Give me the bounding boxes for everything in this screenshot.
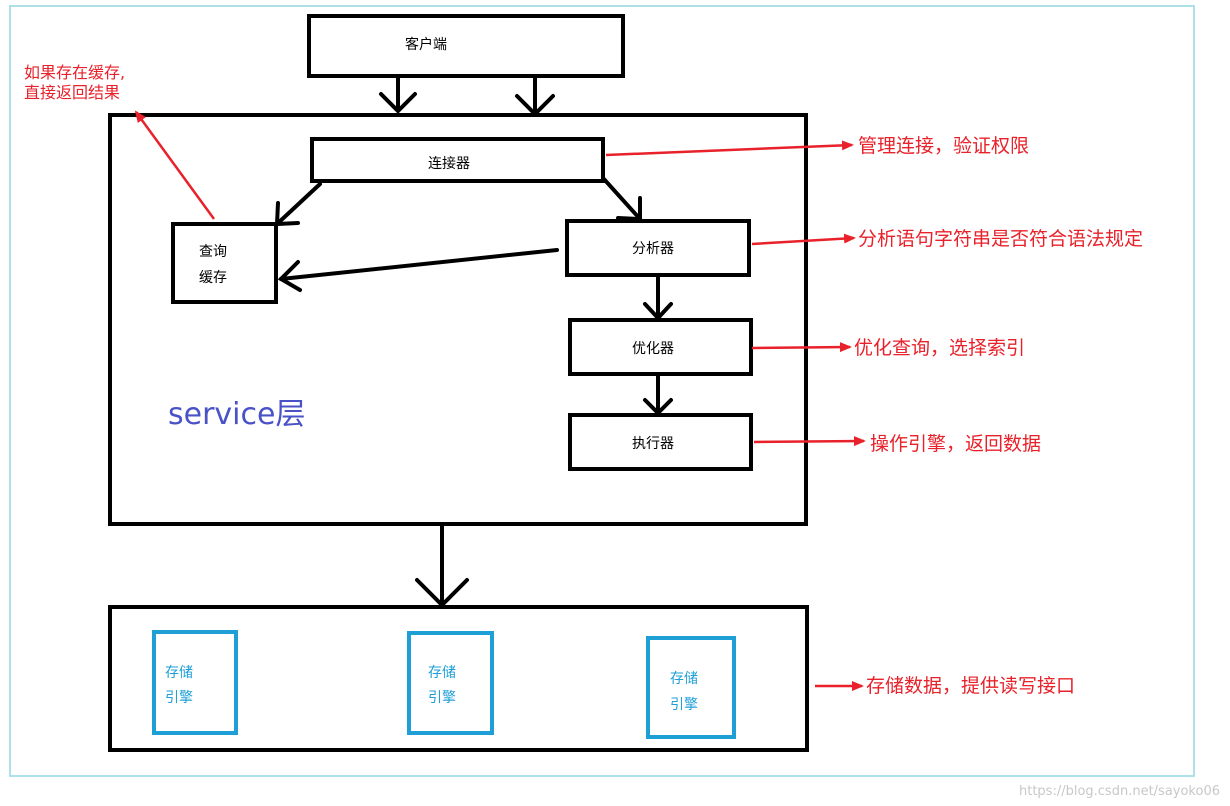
client-label: 客户端 bbox=[405, 36, 447, 53]
storage-engine-box-1 bbox=[152, 630, 238, 735]
note-arrow-analyzer bbox=[751, 233, 856, 246]
note-optimizer: 优化查询，选择索引 bbox=[854, 337, 1025, 359]
note-arrow-optimizer bbox=[751, 342, 852, 353]
service-layer-box bbox=[108, 113, 808, 526]
note-analyzer: 分析语句字符串是否符合语法规定 bbox=[858, 228, 1143, 250]
storage-engine-box-2 bbox=[407, 631, 494, 735]
arrow-service-to-storage bbox=[415, 524, 469, 608]
arrow-analyzer-to-cache bbox=[277, 248, 559, 292]
arrow-analyzer-to-optimizer bbox=[643, 274, 673, 321]
analyzer-label: 分析器 bbox=[632, 241, 674, 257]
optimizer-box bbox=[568, 318, 753, 376]
optimizer-label: 优化器 bbox=[632, 341, 674, 357]
note-arrow-cache bbox=[134, 110, 216, 220]
arrow-client-to-service-1 bbox=[379, 75, 417, 114]
arrow-optimizer-to-executor bbox=[643, 373, 673, 416]
note-cache-line-2: 直接返回结果 bbox=[24, 83, 120, 102]
storage-engine-label-3a: 存储 bbox=[670, 671, 698, 687]
storage-engine-label-1a: 存储 bbox=[165, 665, 193, 681]
note-executor: 操作引擎，返回数据 bbox=[870, 433, 1041, 455]
query-cache-label-2: 缓存 bbox=[199, 270, 227, 286]
connector-label: 连接器 bbox=[428, 155, 470, 172]
analyzer-box bbox=[565, 219, 751, 277]
note-arrow-executor bbox=[753, 436, 866, 447]
storage-layer-box bbox=[108, 605, 809, 752]
query-cache-box bbox=[171, 222, 278, 304]
outer-frame bbox=[9, 5, 1195, 777]
watermark: https://blog.csdn.net/sayoko06 bbox=[1019, 784, 1220, 799]
arrow-connector-to-analyzer bbox=[601, 176, 642, 222]
note-storage: 存储数据，提供读写接口 bbox=[866, 675, 1075, 697]
storage-engine-label-3b: 引擎 bbox=[670, 697, 698, 713]
storage-engine-box-3 bbox=[646, 636, 736, 739]
arrow-connector-to-cache bbox=[274, 182, 322, 227]
executor-box bbox=[568, 413, 753, 471]
client-box bbox=[307, 14, 625, 78]
note-arrow-connector bbox=[605, 140, 854, 157]
arrow-client-to-service-2 bbox=[515, 75, 555, 117]
query-cache-label-1: 查询 bbox=[199, 244, 227, 260]
storage-engine-label-2a: 存储 bbox=[428, 665, 456, 681]
note-cache-line-1: 如果存在缓存, bbox=[24, 63, 125, 82]
storage-engine-label-2b: 引擎 bbox=[428, 690, 456, 706]
note-connector: 管理连接，验证权限 bbox=[858, 135, 1029, 157]
connector-box bbox=[310, 137, 605, 183]
executor-label: 执行器 bbox=[632, 436, 674, 452]
storage-engine-label-1b: 引擎 bbox=[165, 690, 193, 706]
service-layer-label: service层 bbox=[168, 397, 305, 432]
